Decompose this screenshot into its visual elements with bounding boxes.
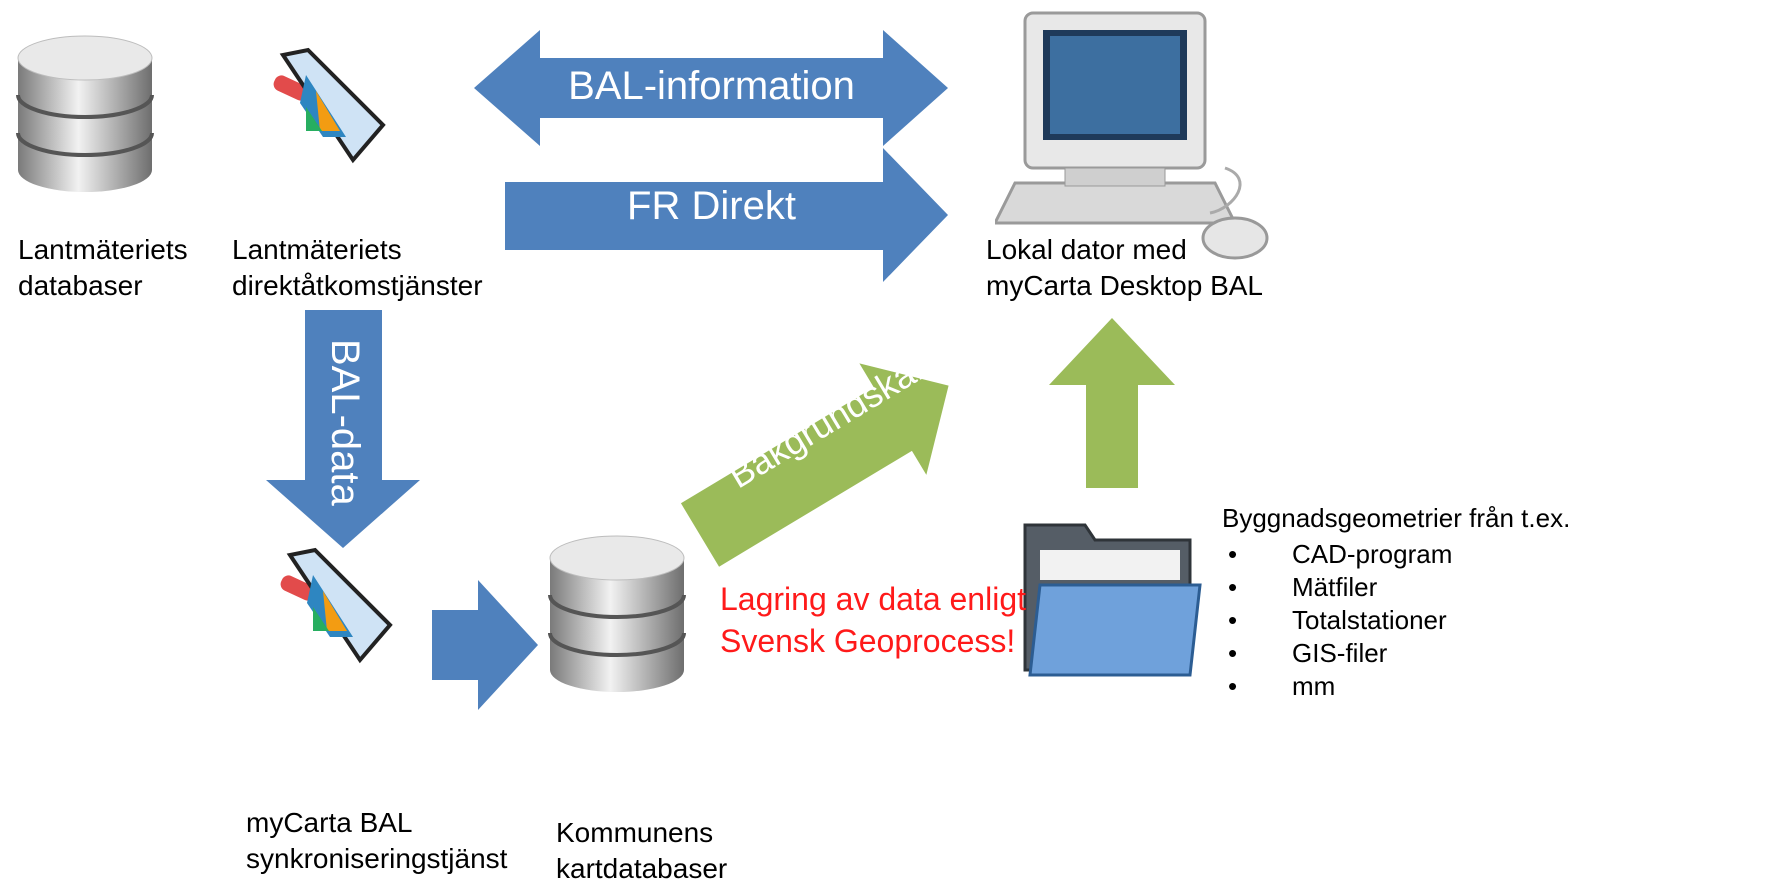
list-item: Mätfiler [1222,571,1452,604]
note-line: Svensk Geoprocess! [720,623,1016,659]
label-line: synkroniseringstjänst [246,843,508,874]
list-item: GIS-filer [1222,637,1452,670]
storage-note: Lagring av data enligt Svensk Geoprocess… [720,578,1026,662]
lokal-dator-label: Lokal dator med myCarta Desktop BAL [986,232,1263,304]
bal-data-label: BAL-data [323,339,367,506]
fr-direkt-arrow [505,148,948,282]
bal-data-arrow [266,310,420,548]
lm-tjanster-label: Lantmäteriets direktåtkomstjänster [232,232,483,304]
label-line: Lantmäteriets [232,234,402,265]
list-item: Totalstationer [1222,604,1452,637]
bakgrundskarta-arrow [680,363,949,567]
bal-information-arrow [474,30,948,146]
sync-to-kommun-arrow [432,580,538,710]
lm-databaser-label: Lantmäteriets databaser [18,232,188,304]
folder-icon [1023,523,1202,677]
list-item: CAD-program [1222,538,1452,571]
label-line: kartdatabaser [556,853,728,884]
note-line: Lagring av data enligt [720,581,1026,617]
bal-information-label: BAL-information [568,64,855,108]
kommun-db-label: Kommunens kartdatabaser [556,815,727,887]
computer-icon [995,11,1269,260]
sync-tjanst-label: myCarta BAL synkroniseringstjänst [246,805,507,877]
label-line: myCarta Desktop BAL [986,270,1263,301]
service-icon [280,547,393,664]
label-line: databaser [18,270,143,301]
sources-list: CAD-program Mätfiler Totalstationer GIS-… [1222,538,1452,703]
fr-direkt-label: FR Direkt [627,184,796,228]
label-line: Lokal dator med [986,234,1187,265]
label-line: direktåtkomstjänster [232,270,483,301]
sources-heading: Byggnadsgeometrier från t.ex. [1222,503,1571,533]
label-line: Kommunens [556,817,714,848]
service-icon [273,47,386,164]
database-icon [548,535,686,692]
database-icon [16,35,154,192]
folder-to-computer-arrow [1049,318,1175,488]
label-line: myCarta BAL [246,807,413,838]
list-item: mm [1222,670,1452,703]
label-line: Lantmäteriets [18,234,188,265]
